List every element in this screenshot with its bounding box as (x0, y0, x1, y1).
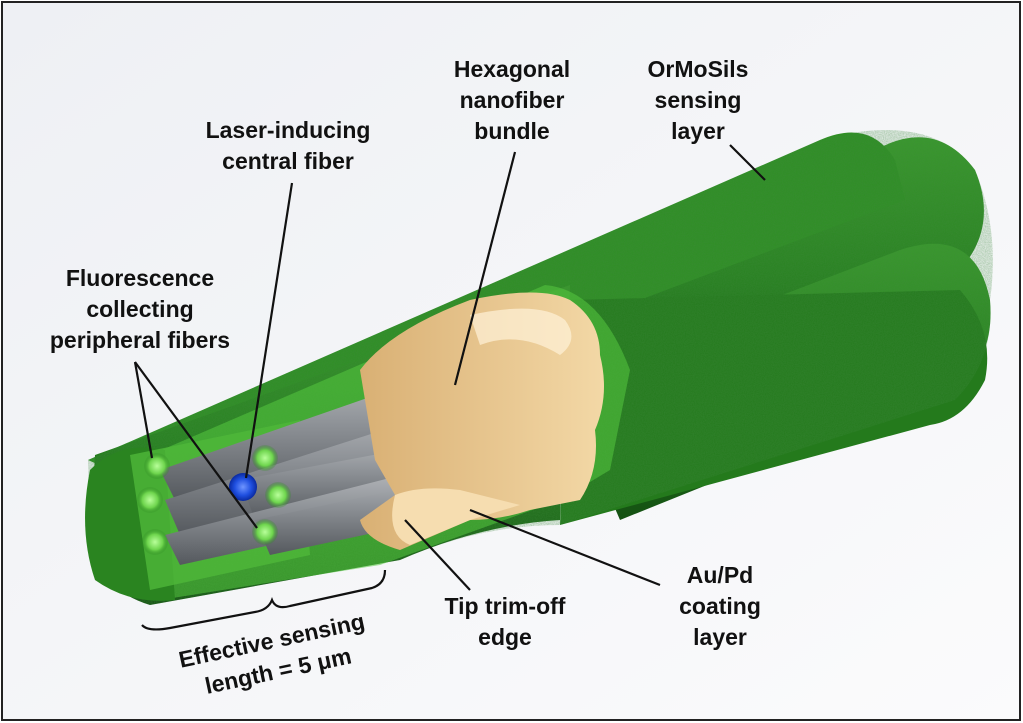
leader-lines (133, 144, 766, 591)
aupd-coating-layer (360, 292, 604, 550)
label-laser-fiber: Laser-inducing central fiber (205, 117, 371, 175)
label-hexagonal-bundle: Hexagonal nanofiber bundle (453, 56, 571, 145)
label-aupd-layer: Au/Pd coating layer (679, 562, 761, 651)
fluorescence-collecting-fibers (137, 445, 291, 555)
label-fluorescence-fibers: Fluorescence collecting peripheral fiber… (49, 265, 231, 354)
laser-inducing-central-fiber (229, 473, 257, 501)
length-brace (141, 569, 387, 631)
label-ormosils-layer: OrMoSils sensing layer (647, 56, 749, 145)
label-tip-trim: Tip trim-off edge (444, 593, 566, 651)
